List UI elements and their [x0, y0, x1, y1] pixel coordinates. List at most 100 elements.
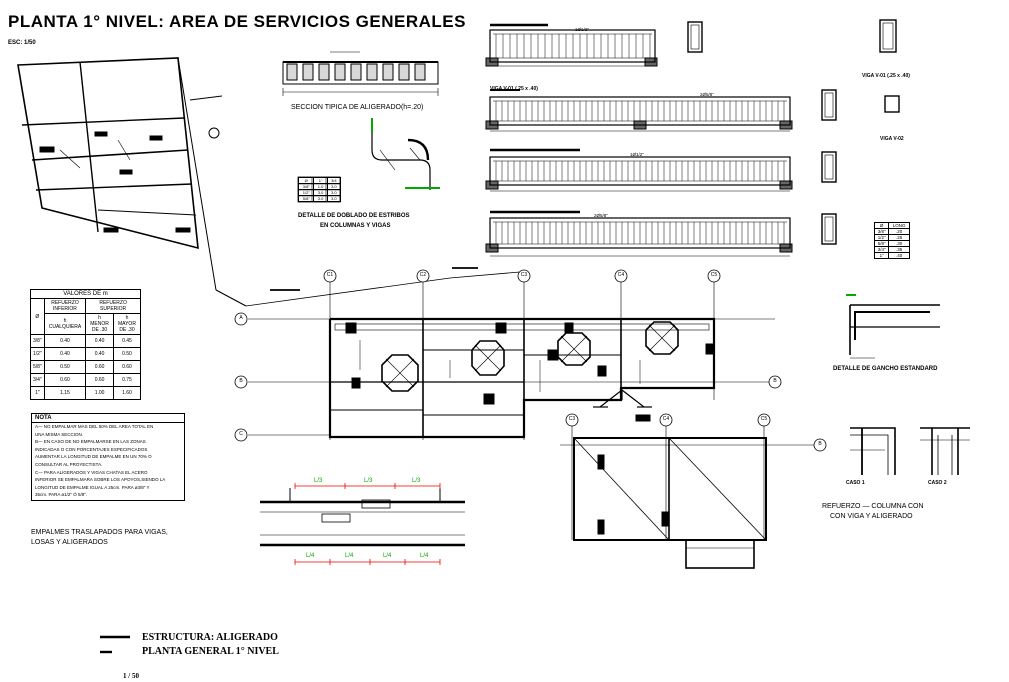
axis-label: C2 [419, 272, 427, 278]
valores-cell: 0.60 [112, 360, 142, 374]
valores-cell: 1.15 [43, 386, 87, 400]
beam4-bar-label: 2Ø5/8" [594, 213, 608, 218]
nota-line: UNA MISMA SECCION. [35, 431, 84, 437]
valores-header-inferior: REFUERZO INFERIOR [43, 298, 87, 314]
axis-bubble [813, 438, 827, 452]
footer-line-2: PLANTA GENERAL 1° NIVEL [142, 646, 279, 657]
valores-header-superior: REFUERZO SUPERIOR [85, 298, 141, 314]
valores-cell: 1" [30, 386, 45, 400]
caption-aligerado-section: SECCION TIPICA DE ALIGERADO(h=.20) [291, 104, 424, 111]
sheet-title: PLANTA 1° NIVEL: AREA DE SERVICIOS GENER… [8, 12, 466, 31]
caption-viga-b: VIGA V-01 (.25 x .40) [862, 73, 910, 79]
caption-viga-c: VIGA V-02 [880, 136, 904, 142]
valores-cell: 3/4" [30, 373, 45, 387]
valores-cell: 0.40 [43, 347, 87, 361]
axis-label: C4 [617, 272, 625, 278]
hook-table-row: 5/8".30 [873, 240, 910, 247]
page-number: 1 / 50 [123, 672, 139, 680]
valores-cell: 0.60 [43, 373, 87, 387]
valores-cell: 0.50 [43, 360, 87, 374]
stirrup-table-cell: 5/8" [297, 195, 315, 202]
axis-bubble [323, 269, 337, 283]
valores-table: VALORES DE m Ø REFUERZO INFERIOR REFUERZ… [30, 289, 142, 400]
nota-line: B— EN CASO DE NO EMPALMARSE EN LAS ZONAS [35, 439, 146, 445]
axis-label: B [818, 441, 822, 447]
axis-bubble [565, 413, 579, 427]
nota-line: CONSULTAR AL PROYECTISTA. [35, 461, 103, 467]
nota-line: 35cm. PARA ø1/2" Ó 5/8". [35, 492, 88, 498]
axis-bubble [517, 269, 531, 283]
main-floor-plan [248, 280, 775, 440]
axis-bubble [416, 269, 430, 283]
valores-cell: 1/2" [30, 347, 45, 361]
sheet-scale: ESC: 1/50 [8, 40, 36, 46]
valores-cell: 0.60 [85, 373, 114, 387]
valores-title: VALORES DE m [30, 289, 141, 299]
caption-caso-1: CASO 1 [846, 480, 865, 486]
axis-bubble [659, 413, 673, 427]
valores-sub-3: h MAYOR DE .30 [112, 313, 142, 335]
caption-refuerzo-2: CON VIGA Y ALIGERADO [830, 513, 913, 520]
axis-bubble [614, 269, 628, 283]
empalme-label-top-1: L/3 [314, 478, 323, 484]
caption-refuerzo-1: REFUERZO — COLUMNA CON [822, 503, 924, 510]
nota-line: AUMENTAR LA LONGITUD DE EMPALME EN UN 70… [35, 454, 152, 460]
axis-label: C5 [760, 416, 768, 422]
axis-label: C4 [662, 416, 670, 422]
axis-bubble [234, 312, 248, 326]
nota-line: INFERIOR SE EMPALMARA SOBRE LOS APOYOS,S… [35, 477, 166, 483]
empalme-label-bot-2: L/4 [345, 553, 354, 559]
stirrup-table-cell: 3.0 [326, 195, 342, 202]
empalme-label-top-2: L/3 [364, 478, 373, 484]
caption-doblado-2: EN COLUMNAS Y VIGAS [320, 223, 391, 229]
valores-sub-2: h MENOR DE .30 [85, 313, 114, 335]
caption-gancho: DETALLE DE GANCHO ESTANDARD [833, 366, 938, 372]
axis-bubble [707, 269, 721, 283]
beam2-bar-label: 2Ø5/8" [700, 92, 714, 97]
aligerado-section [282, 51, 439, 96]
hook-table-cell: .40 [888, 252, 910, 259]
axis-bubble [234, 375, 248, 389]
stirrup-table-cell: 3.0 [313, 195, 328, 202]
axis-label: C5 [710, 272, 718, 278]
empalme-label-bot-1: L/4 [306, 553, 315, 559]
valores-cell: 0.60 [85, 360, 114, 374]
caption-empalmes-2: LOSAS Y ALIGERADOS [31, 539, 108, 546]
axis-bubble [757, 413, 771, 427]
nota-line: LONGITUD DE EMPALME IGUAL A 25cm. PARA ø… [35, 484, 150, 490]
hook-table-row: 1".40 [873, 252, 910, 259]
valores-cell: 3/8" [30, 334, 45, 348]
caption-viga-a: VIGA V-01 (.25 x .40) [490, 86, 538, 92]
valores-cell: 0.40 [85, 347, 114, 361]
valores-cell: 0.40 [85, 334, 114, 348]
hook-table-cell: 1" [873, 252, 890, 259]
empalmes-diagram [260, 483, 465, 565]
footer-line-1: ESTRUCTURA: ALIGERADO [142, 632, 278, 643]
caption-empalmes-1: EMPALMES TRASLAPADOS PARA VIGAS, [31, 529, 168, 536]
empalme-label-top-3: L/3 [412, 478, 421, 484]
axis-bubble [768, 375, 782, 389]
valores-cell: 5/8" [30, 360, 45, 374]
valores-header-diam: Ø [30, 298, 45, 335]
valores-cell: 0.75 [112, 373, 142, 387]
valores-cell: 1.60 [112, 386, 142, 400]
axis-label: B [773, 378, 777, 384]
valores-cell: 0.40 [43, 334, 87, 348]
nota-line: C— PARA ALIGERADOS Y VIGAS CHATAS EL ACE… [35, 469, 148, 475]
empalme-label-bot-4: L/4 [420, 553, 429, 559]
beam-cross-sections [687, 19, 900, 245]
key-plan [17, 57, 247, 307]
valores-cell: 1.00 [85, 386, 114, 400]
valores-cell: 0.45 [112, 334, 142, 348]
